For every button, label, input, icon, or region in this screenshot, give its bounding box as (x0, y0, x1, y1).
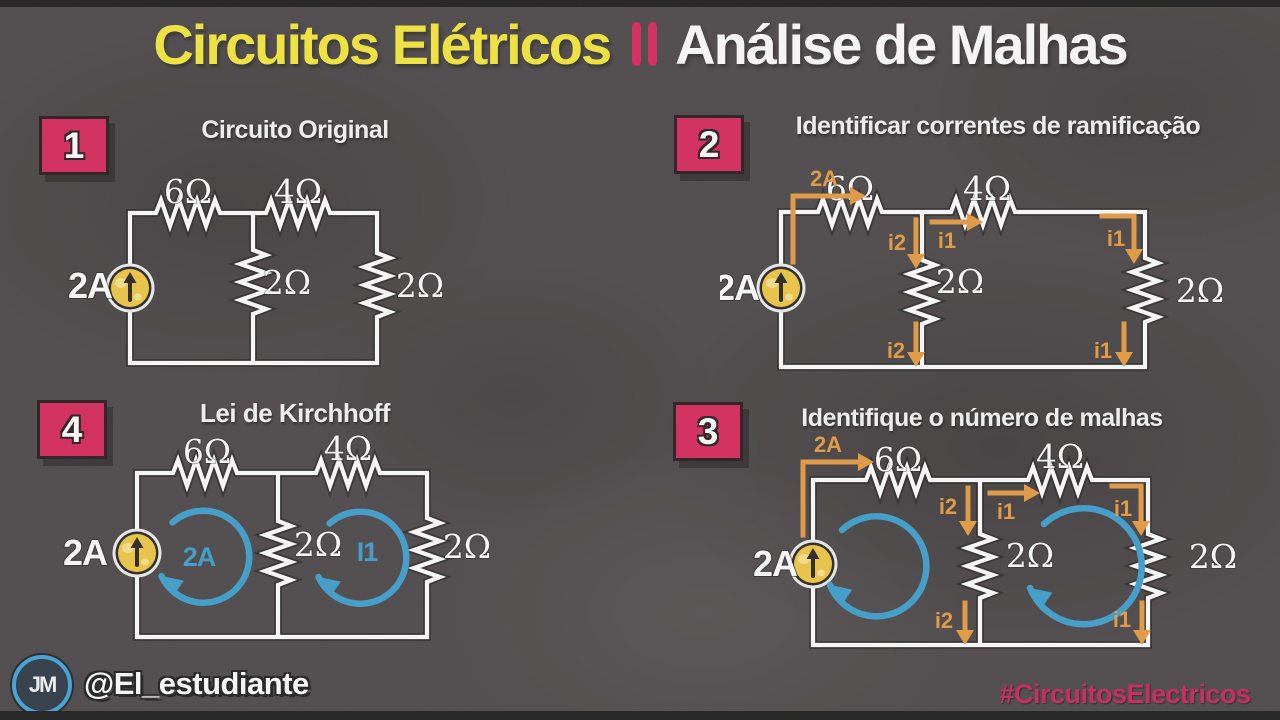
resistor-label-middle: 2Ω (294, 525, 342, 564)
resistor-label-middle: 2Ω (936, 262, 984, 301)
source-value-label: 2A (68, 265, 113, 306)
main-title-part2: Análise de Malhas (675, 12, 1129, 76)
resistor-label-top-left: 6Ω (183, 432, 231, 471)
current-source-icon (110, 526, 164, 580)
arrowhead (959, 521, 977, 536)
title-separator-bars-icon (632, 22, 658, 66)
resistor-label-top-right: 4Ω (274, 172, 322, 211)
branch-current-label-i2: i2 (939, 494, 957, 519)
step-number: 3 (697, 410, 719, 452)
step-badge-3: 3 (673, 402, 743, 461)
branch-current-label-source: 2A (814, 432, 842, 457)
resistor-label-right: 2Ω (1176, 271, 1224, 310)
circuit-diagram-3: 6Ω 4Ω 2Ω 2Ω 2A 2A i2 i1 i1 i2 i1 (752, 432, 1238, 675)
source-value-label: 2A (753, 543, 798, 584)
resistor-label-right: 2Ω (396, 266, 444, 305)
branch-current-label-i1: i1 (938, 228, 956, 253)
main-title-part1: Circuitos Elétricos (153, 12, 612, 76)
circuit-diagram-4: 6Ω 4Ω 2Ω 2Ω 2A 2A I1 (62, 428, 492, 655)
source-value-label: 2A (720, 267, 760, 308)
panel-title-3: Identifique o número de malhas (801, 404, 1163, 432)
channel-logo-icon: JM (12, 655, 72, 715)
step-number: 2 (698, 123, 720, 165)
branch-current-label-source: 2A (810, 166, 838, 191)
mesh-current-label-left: 2A (183, 542, 216, 572)
branch-current-label-i1: i1 (1113, 607, 1131, 632)
current-source-icon (103, 261, 157, 315)
branch-current-label-i2: i2 (888, 230, 906, 255)
logo-monogram: JM (28, 672, 58, 697)
wires (130, 200, 390, 363)
arrowhead (1125, 249, 1143, 264)
branch-current-label-i1: i1 (1107, 226, 1125, 251)
top-border-bar (0, 0, 1280, 7)
circuit-diagram-1: 6Ω 4Ω 2Ω 2Ω 2A (67, 171, 445, 380)
social-handle: @El_estudiante (84, 666, 309, 701)
resistor-label-right: 2Ω (1189, 537, 1237, 576)
resistor-label-top-right: 4Ω (324, 429, 372, 468)
current-source-icon (754, 261, 808, 315)
resistor-label-middle: 2Ω (263, 263, 311, 302)
branch-current-label-i2: i2 (887, 338, 905, 363)
resistor-label-middle: 2Ω (1006, 536, 1054, 575)
main-title: Circuitos Elétricos Análise de Malhas (0, 10, 1280, 78)
branch-current-label-i1: i1 (1114, 496, 1132, 521)
resistor-label-top-right: 4Ω (1036, 437, 1084, 476)
hashtag: #CircuitosElectricos (999, 679, 1251, 709)
resistor-label-top-left: 6Ω (164, 172, 212, 211)
source-value-label: 2A (63, 532, 108, 573)
circuit-diagram-2: 6Ω 4Ω 2Ω 2Ω 2A 2A i2 i1 i1 i2 i1 (720, 166, 1225, 390)
branch-current-label-i2: i2 (935, 608, 953, 633)
panel-title-4: Lei de Kirchhoff (200, 398, 390, 428)
mesh-loop-left (826, 513, 930, 620)
branch-current-label-i1: i1 (997, 499, 1015, 524)
panel-title-1: Circuito Original (201, 116, 389, 144)
step-badge-2: 2 (674, 115, 744, 174)
resistor-label-right: 2Ω (443, 527, 491, 566)
resistor-label-top-left: 6Ω (874, 440, 922, 479)
branch-current-label-i1: i1 (1094, 338, 1112, 363)
resistor-label-top-right: 4Ω (963, 169, 1011, 208)
bottom-border-bar (0, 711, 1280, 720)
panel-title-2: Identificar correntes de ramificação (795, 112, 1201, 140)
mesh-current-label-right: I1 (357, 537, 379, 567)
